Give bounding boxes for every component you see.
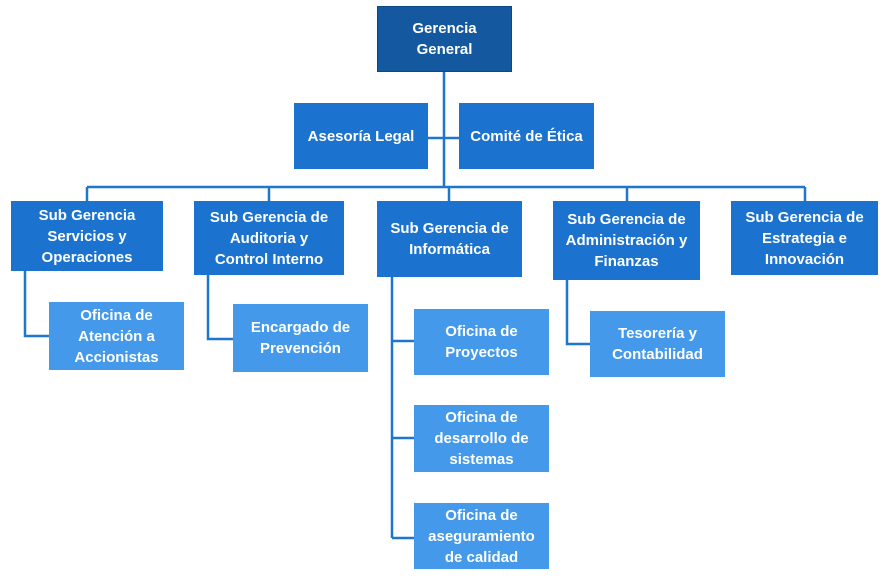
node-sub-servicios: Sub Gerencia Servicios y Operaciones: [11, 201, 163, 271]
node-label: Oficina de Atención a Accionistas: [74, 306, 159, 366]
node-asesoria-legal: Asesoría Legal: [294, 103, 428, 169]
node-sub-auditoria: Sub Gerencia de Auditoria y Control Inte…: [194, 201, 344, 275]
node-comite-etica: Comité de Ética: [459, 103, 594, 169]
connector-tesoreria: [565, 280, 590, 346]
node-oficina-desarrollo-sistemas: Oficina de desarrollo de sistemas: [414, 405, 549, 472]
node-label: Gerencia General: [412, 20, 477, 58]
node-label: Sub Gerencia de Estrategia e Innovación: [745, 208, 864, 268]
node-sub-informatica: Sub Gerencia de Informática: [377, 201, 522, 277]
node-label: Sub Gerencia Servicios y Operaciones: [38, 206, 136, 266]
node-oficina-proyectos: Oficina de Proyectos: [414, 309, 549, 375]
node-label: Asesoría Legal: [307, 127, 415, 145]
node-label: Oficina de aseguramiento de calidad: [428, 506, 535, 566]
node-sub-estrategia: Sub Gerencia de Estrategia e Innovación: [731, 201, 878, 275]
node-label: Encargado de Prevención: [250, 319, 351, 357]
node-gerencia-general: Gerencia General: [377, 6, 512, 72]
node-encargado-prevencion: Encargado de Prevención: [233, 304, 368, 372]
node-label: Sub Gerencia de Administración y Finanza…: [565, 211, 688, 270]
node-label: Sub Gerencia de Auditoria y Control Inte…: [209, 208, 329, 268]
node-tesoreria-contabilidad: Tesorería y Contabilidad: [590, 311, 725, 377]
connector-encargado-prevencion: [206, 275, 233, 341]
node-label: Comité de Ética: [470, 127, 583, 145]
node-label: Sub Gerencia de Informática: [390, 220, 509, 258]
node-label: Tesorería y Contabilidad: [612, 325, 703, 363]
node-label: Oficina de Proyectos: [445, 323, 518, 361]
node-oficina-atencion-accionistas: Oficina de Atención a Accionistas: [49, 302, 184, 370]
connector-oficina-accionistas: [23, 271, 49, 338]
node-oficina-aseguramiento-calidad: Oficina de aseguramiento de calidad: [414, 503, 549, 569]
node-sub-administracion: Sub Gerencia de Administración y Finanza…: [553, 201, 700, 280]
node-label: Oficina de desarrollo de sistemas: [434, 409, 529, 468]
